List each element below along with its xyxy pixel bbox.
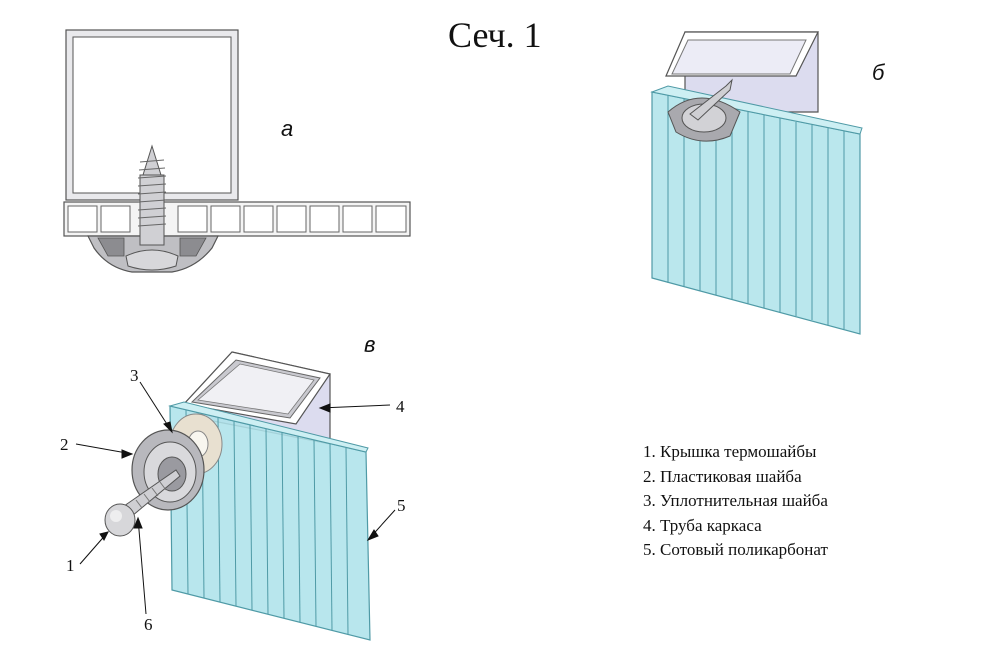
- view-label-a: а: [281, 116, 294, 141]
- legend-item: 1. Крышка термошайбы: [643, 442, 817, 461]
- callout-1: 1: [66, 556, 75, 575]
- callout-2: 2: [60, 435, 69, 454]
- screw-b: [689, 78, 733, 121]
- view-label-v: в: [364, 332, 376, 357]
- legend-item: 2. Пластиковая шайба: [643, 466, 802, 486]
- callout-6: 6: [144, 615, 153, 634]
- washer-cap: [125, 249, 179, 271]
- callout-5: 5: [397, 496, 406, 515]
- legend-item: 3. Уплотнительная шайба: [643, 491, 828, 510]
- view-label-b: б: [872, 60, 885, 85]
- callout-3: 3: [130, 366, 139, 385]
- page-title: Сеч. 1: [448, 15, 542, 55]
- legend-item: 4. Труба каркаса: [643, 515, 762, 535]
- legend-item: 5. Сотовый поликарбонат: [643, 540, 828, 559]
- legend: 1. Крышка термошайбы 2. Пластиковая шайб…: [643, 440, 828, 563]
- callout-4: 4: [396, 397, 405, 416]
